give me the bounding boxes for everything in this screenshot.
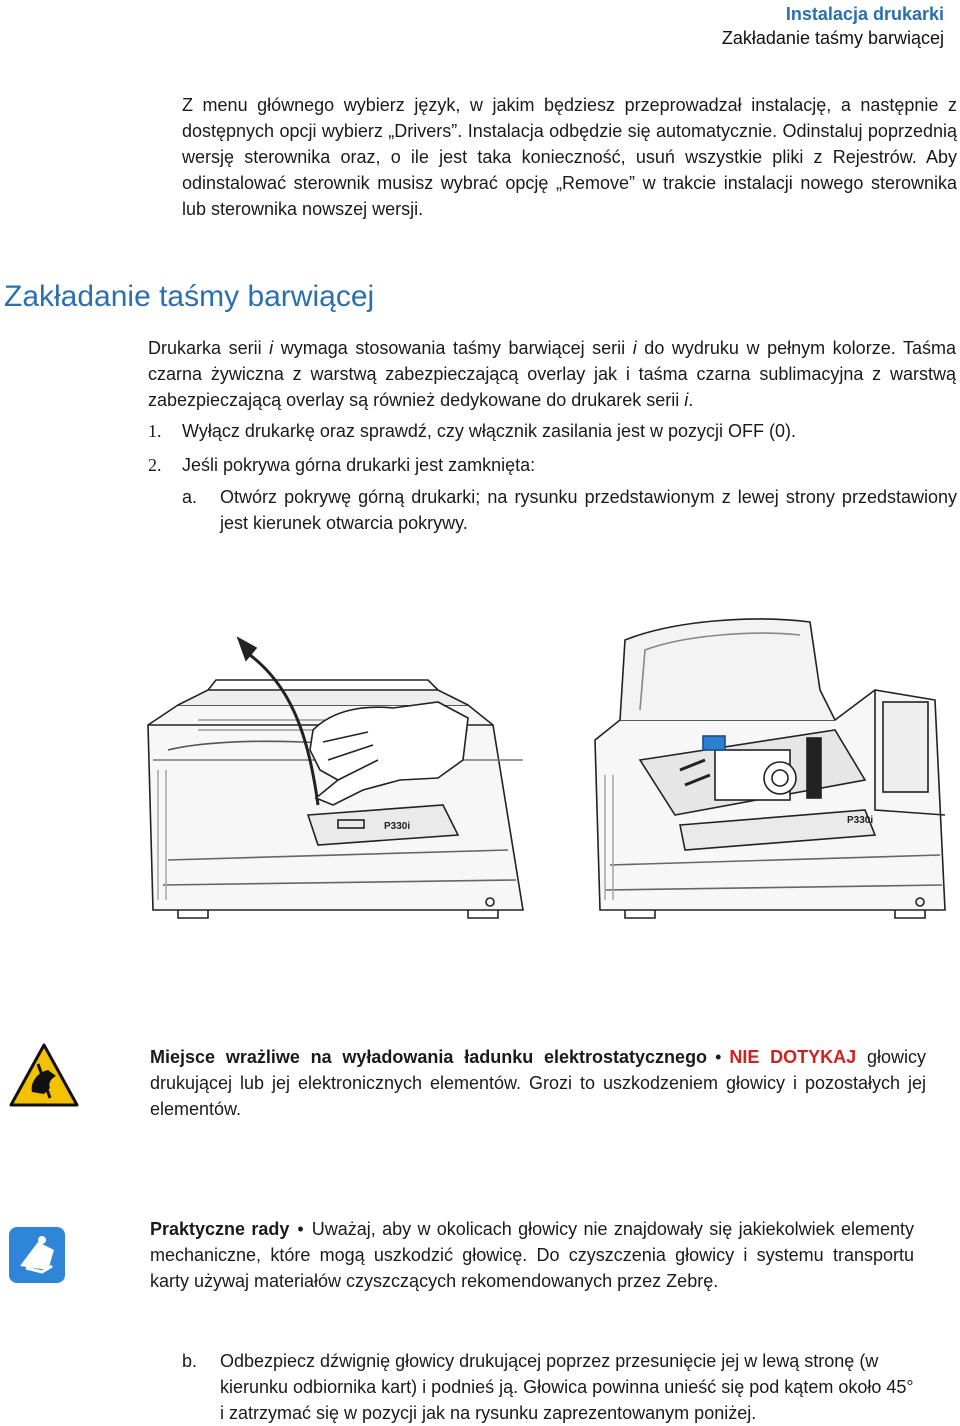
printer-closed-figure: P330i bbox=[147, 636, 524, 919]
tip-notice-body: Uważaj, aby w okolicach głowicy nie znaj… bbox=[150, 1219, 915, 1291]
bullet-icon: • bbox=[297, 1219, 304, 1239]
substep-a-text: Otwórz pokrywę górną drukarki; na rysunk… bbox=[220, 487, 957, 533]
header-title: Instalacja drukarki bbox=[785, 4, 944, 24]
practical-tip-icon bbox=[9, 1227, 65, 1283]
substep-b-text: Odbezpiecz dźwignię głowicy drukującej p… bbox=[220, 1351, 914, 1423]
tip-notice-heading: Praktyczne rady bbox=[150, 1219, 290, 1239]
bullet-icon: • bbox=[715, 1047, 722, 1067]
substep-b-letter: b. bbox=[182, 1351, 198, 1371]
step-text: Jeśli pokrywa górna drukarki jest zamkni… bbox=[182, 455, 536, 475]
intro-paragraph: Z menu głównego wybierz język, w jakim b… bbox=[182, 95, 957, 219]
tip-notice-text: Praktyczne rady •Uważaj, aby w okolicach … bbox=[150, 1216, 914, 1294]
printer-model-label: P330i bbox=[847, 815, 873, 826]
printer-model-label: P330i bbox=[384, 821, 410, 832]
esd-notice-body: głowicy drukującej lub jej elektroniczny… bbox=[150, 1047, 926, 1119]
section-intro: Drukarka serii i wymaga stosowania taśmy… bbox=[148, 338, 956, 410]
esd-notice-text: Miejsce wrażliwe na wyładowania ładunku … bbox=[150, 1044, 926, 1122]
do-not-touch-label: NIE DOTYKAJ bbox=[729, 1047, 857, 1067]
step-number: 2. bbox=[148, 455, 162, 475]
step-number: 1. bbox=[148, 421, 162, 441]
step-1: 1. Wyłącz drukarkę oraz sprawdź, czy włąc… bbox=[148, 418, 948, 444]
esd-warning-icon bbox=[9, 1043, 79, 1107]
substep-a-letter: a. bbox=[182, 487, 198, 507]
section-title: Zakładanie taśmy barwiącej bbox=[4, 280, 375, 313]
step-text: Wyłącz drukarkę oraz sprawdź, czy włączn… bbox=[182, 421, 797, 441]
esd-notice-heading: Miejsce wrażliwe na wyładowania ładunku … bbox=[150, 1047, 708, 1067]
printer-open-figure: P330i bbox=[594, 618, 946, 919]
step-2: 2. Jeśli pokrywa górna drukarki jest zamk… bbox=[148, 452, 948, 478]
header-subtitle: Zakładanie taśmy barwiącej bbox=[721, 28, 944, 48]
